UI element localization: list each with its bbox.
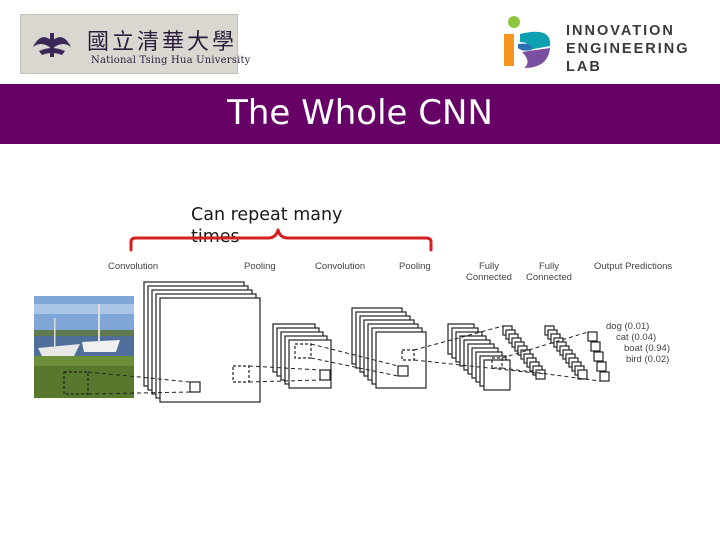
layer-label-convolution-1: Convolution [108,261,159,272]
iel-line3: LAB [566,59,602,75]
output-row-boat: boat (0.94) [624,343,670,354]
output-label-cat: cat [616,332,629,343]
layer-label-fully-connected-2: Fully Connected [526,261,572,283]
nthu-chinese-name: 國立清華大學 [87,30,238,55]
iel-e-icon [504,16,551,68]
output-prob-cat: 0.04 [634,332,654,343]
output-row-cat: cat (0.04) [616,332,657,343]
output-label-bird: bird [626,354,642,365]
slide-title: The Whole CNN [227,93,493,133]
layer-label-fully-connected-1: Fully Connected [466,261,512,283]
output-label-boat: boat [624,343,643,354]
layer-label-pooling-2: Pooling [399,261,431,272]
layer-label-convolution-2: Convolution [315,261,366,272]
output-prob-dog: 0.01 [627,321,647,332]
nthu-english-name: National Tsing Hua University [91,55,251,66]
iel-line2: ENGINEERING [566,41,690,57]
layer-label-pooling-1: Pooling [244,261,276,272]
output-row-bird: bird (0.02) [626,354,670,365]
layer-label-output-predictions: Output Predictions [594,261,673,272]
cnn-layers [63,281,610,403]
output-label-dog: dog [606,321,622,332]
input-boat-photo [34,296,134,398]
output-row-dog: dog (0.01) [606,321,650,332]
repeat-annotation: Can repeat many times [191,205,343,247]
cnn-diagram: Convolution Pooling Convolution Pooling … [30,254,690,404]
iel-logo: INNOVATION ENGINEERING LAB [492,12,702,76]
title-bar [0,84,720,144]
output-prob-boat: 0.94 [648,343,667,354]
output-prob-bird: 0.02 [647,354,667,365]
nthu-seal-icon [33,33,71,57]
repeat-brace [129,228,433,252]
nthu-logo: 國立清華大學 National Tsing Hua University [20,14,250,74]
iel-line1: INNOVATION [566,23,675,39]
